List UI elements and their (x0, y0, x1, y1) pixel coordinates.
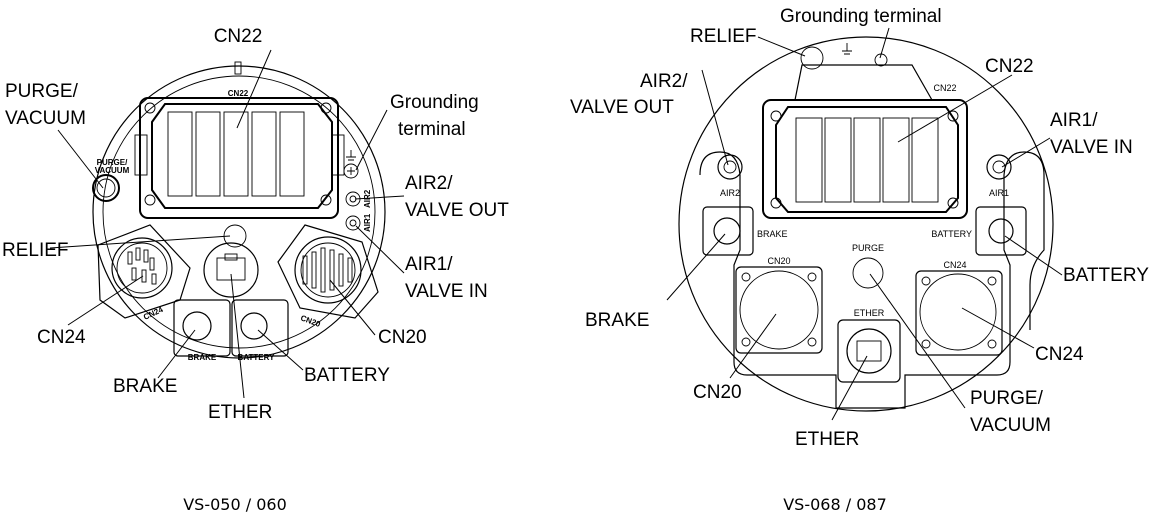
right-ether-connector (846, 328, 892, 374)
right-flange-outline (678, 36, 1054, 412)
right-label-purge-1: PURGE/ (970, 388, 1044, 409)
right-label-purge-2: VACUUM (970, 415, 1051, 436)
right-mark-battery: BATTERY (931, 229, 972, 239)
right-label-brake: BRAKE (585, 310, 649, 331)
right-cn24-connector (919, 273, 997, 351)
left-mark-cn22: CN22 (228, 89, 249, 98)
right-cn24-housing (915, 270, 1003, 356)
left-label-air1-1: AIR1/ (405, 254, 453, 275)
right-label-air1-2: VALVE IN (1050, 137, 1133, 158)
right-label-cn22: CN22 (985, 56, 1034, 77)
left-air1-port (345, 215, 361, 231)
right-mark-brake: BRAKE (757, 229, 788, 239)
left-label-purge-1: PURGE/ (5, 81, 79, 102)
right-label-battery: BATTERY (1063, 265, 1149, 286)
left-label-ether: ETHER (208, 402, 272, 423)
left-label-air1-2: VALVE IN (405, 281, 488, 302)
right-cn22-frame (775, 106, 959, 213)
left-label-cn22: CN22 (214, 26, 263, 47)
left-cn22-housing (139, 97, 339, 219)
left-cn24-connector (111, 237, 173, 299)
right-air1-port (986, 154, 1012, 180)
right-air2-port (717, 154, 743, 180)
left-cn20-connector (294, 236, 362, 304)
right-mark-air2: AIR2 (720, 188, 740, 198)
left-label-cn20: CN20 (378, 327, 427, 348)
right-caption: VS-068 / 087 (783, 495, 887, 514)
right-purge-port (852, 257, 884, 289)
right-label-air2-1: AIR2/ (640, 71, 688, 92)
right-battery-connector (988, 218, 1014, 244)
left-label-purge-2: VACUUM (5, 108, 86, 129)
right-label-cn24: CN24 (1035, 344, 1084, 365)
left-grounding-screw (343, 163, 359, 179)
right-mark-air1: AIR1 (989, 188, 1009, 198)
left-brake-connector (182, 311, 212, 341)
left-leader-lines (49, 49, 405, 399)
left-mark-purge-2: VACUUM (95, 166, 130, 175)
right-brake-housing (702, 206, 754, 256)
right-label-air1-1: AIR1/ (1050, 110, 1098, 131)
right-label-ether: ETHER (795, 429, 859, 450)
left-mark-purge-1: PURGE/ (97, 158, 128, 167)
left-label-brake: BRAKE (113, 376, 177, 397)
left-label-relief: RELIEF (2, 240, 69, 261)
right-leader-lines (666, 27, 1063, 421)
left-caption: VS-050 / 060 (183, 495, 287, 514)
left-brake-housing (173, 299, 231, 357)
right-ether-housing (837, 319, 901, 383)
left-notch (234, 61, 242, 75)
right-brake-connector (713, 217, 741, 245)
right-mark-cn22: CN22 (933, 83, 956, 93)
right-label-relief: RELIEF (690, 26, 757, 47)
right-mark-cn20: CN20 (767, 256, 790, 266)
left-mark-air1: AIR1 (363, 213, 372, 232)
left-cn22-slots (167, 111, 305, 197)
right-label-cn20: CN20 (693, 382, 742, 403)
left-battery-housing (231, 299, 289, 357)
left-label-air2-2: VALVE OUT (405, 200, 509, 221)
left-callouts: CN22 PURGE/ VACUUM Grounding terminal AI… (2, 26, 509, 514)
left-mark-cn24: CN24 (142, 305, 165, 322)
left-label-grounding-1: Grounding (390, 92, 479, 113)
left-battery-connector (240, 312, 268, 340)
right-label-air2-2: VALVE OUT (570, 97, 674, 118)
right-flange-drawing: CN22 AIR2 AIR1 BRAKE BATTERY PURGE CN20 … (678, 36, 1054, 412)
left-cn20-housing (277, 224, 379, 319)
right-cn22-housing (762, 99, 968, 219)
right-battery-housing (975, 206, 1027, 256)
left-flange-inner (102, 75, 376, 349)
right-label-grounding: Grounding terminal (780, 6, 942, 27)
right-callouts: Grounding terminal RELIEF AIR2/ VALVE OU… (570, 6, 1149, 514)
right-mark-ether: ETHER (854, 308, 885, 318)
right-cn20-housing (735, 266, 823, 354)
left-mark-battery: BATTERY (238, 353, 276, 362)
right-mark-purge: PURGE (852, 243, 884, 253)
left-ether-connector (203, 242, 259, 298)
right-cn22-cover (794, 64, 933, 101)
left-label-grounding-2: terminal (398, 119, 466, 140)
left-flange-outline (92, 65, 386, 359)
right-mark-cn24: CN24 (943, 260, 966, 270)
left-mark-brake: BRAKE (188, 353, 217, 362)
left-flange-drawing: CN22 PURGE/ VACUUM AIR2 AIR1 CN24 CN20 (92, 61, 386, 362)
left-label-air2-1: AIR2/ (405, 173, 453, 194)
right-relief-port (800, 46, 824, 70)
right-cn20-connector (739, 270, 819, 350)
left-purge-port (92, 174, 120, 202)
right-cn22-slots (795, 117, 939, 203)
left-label-battery: BATTERY (304, 365, 390, 386)
left-mark-cn20: CN20 (299, 313, 322, 329)
left-cn22-frame (151, 103, 333, 209)
left-label-cn24: CN24 (37, 327, 86, 348)
